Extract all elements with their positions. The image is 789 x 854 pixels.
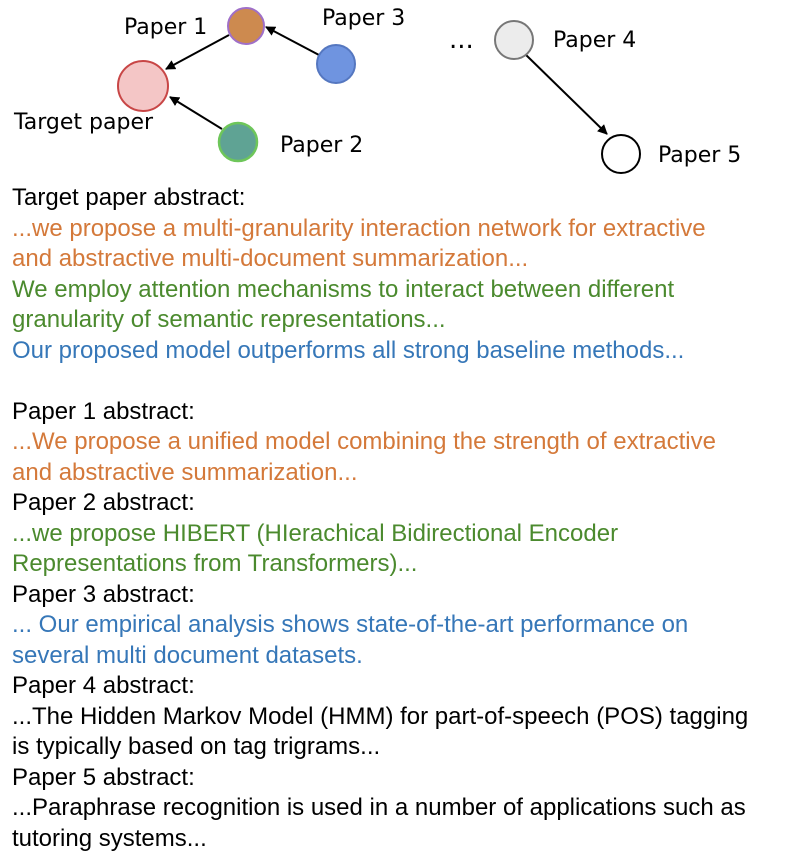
target-abstract-line: ...we propose a multi-granularity intera…: [12, 214, 789, 245]
target-abstract-line: We employ attention mechanisms to intera…: [12, 275, 789, 306]
paper4-abstract-line: ...The Hidden Markov Model (HMM) for par…: [12, 702, 789, 733]
target-abstract-heading: Target paper abstract:: [12, 183, 789, 214]
node-paper4: [495, 21, 533, 59]
node-paper5: [602, 135, 640, 173]
paper1-abstract-heading: Paper 1 abstract:: [12, 397, 789, 428]
paper3-abstract: Paper 3 abstract: ... Our empirical anal…: [12, 580, 789, 672]
paper5-abstract-line: ...Paraphrase recognition is used in a n…: [12, 793, 789, 824]
label-paper4: Paper 4: [553, 28, 636, 53]
label-target: Target paper: [13, 110, 154, 135]
node-paper1: [228, 8, 264, 44]
edge-paper3-to-paper1: [266, 27, 319, 55]
label-paper2: Paper 2: [280, 133, 363, 158]
node-paper3: [317, 45, 355, 83]
paper5-abstract-line: tutoring systems...: [12, 824, 789, 854]
target-abstract: Target paper abstract: ...we propose a m…: [12, 183, 789, 366]
paper3-abstract-heading: Paper 3 abstract:: [12, 580, 789, 611]
paper1-abstract-line: and abstractive summarization...: [12, 458, 789, 489]
node-paper2: [219, 123, 257, 161]
paper5-abstract-heading: Paper 5 abstract:: [12, 763, 789, 794]
paper5-abstract: Paper 5 abstract: ...Paraphrase recognit…: [12, 763, 789, 854]
paper1-abstract-line: ...We propose a unified model combining …: [12, 427, 789, 458]
edge-paper2-to-target: [170, 97, 222, 129]
paper2-abstract-heading: Paper 2 abstract:: [12, 488, 789, 519]
spacer: [12, 366, 789, 397]
paper4-abstract: Paper 4 abstract: ...The Hidden Markov M…: [12, 671, 789, 763]
node-target: [118, 61, 168, 111]
paper3-abstract-line: several multi document datasets.: [12, 641, 789, 672]
label-paper5: Paper 5: [658, 143, 741, 168]
paper3-abstract-line: ... Our empirical analysis shows state-o…: [12, 610, 789, 641]
target-abstract-line: Our proposed model outperforms all stron…: [12, 336, 789, 367]
graph-ellipsis: ...: [449, 25, 474, 55]
citation-graph: Paper 1 Paper 3 Target paper Paper 2 Pap…: [0, 0, 789, 183]
paper4-abstract-line: is typically based on tag trigrams...: [12, 732, 789, 763]
paper2-abstract: Paper 2 abstract: ...we propose HIBERT (…: [12, 488, 789, 580]
label-paper3: Paper 3: [322, 6, 405, 31]
edge-paper1-to-target: [166, 35, 229, 69]
paper2-abstract-line: Representations from Transformers)...: [12, 549, 789, 580]
paper1-abstract: Paper 1 abstract: ...We propose a unifie…: [12, 397, 789, 489]
label-paper1: Paper 1: [124, 15, 207, 40]
target-abstract-line: and abstractive multi-document summariza…: [12, 244, 789, 275]
paper2-abstract-line: ...we propose HIBERT (HIerachical Bidire…: [12, 519, 789, 550]
edge-paper4-to-paper5: [524, 53, 607, 134]
abstracts-panel: Target paper abstract: ...we propose a m…: [12, 183, 789, 854]
target-abstract-line: granularity of semantic representations.…: [12, 305, 789, 336]
paper4-abstract-heading: Paper 4 abstract:: [12, 671, 789, 702]
